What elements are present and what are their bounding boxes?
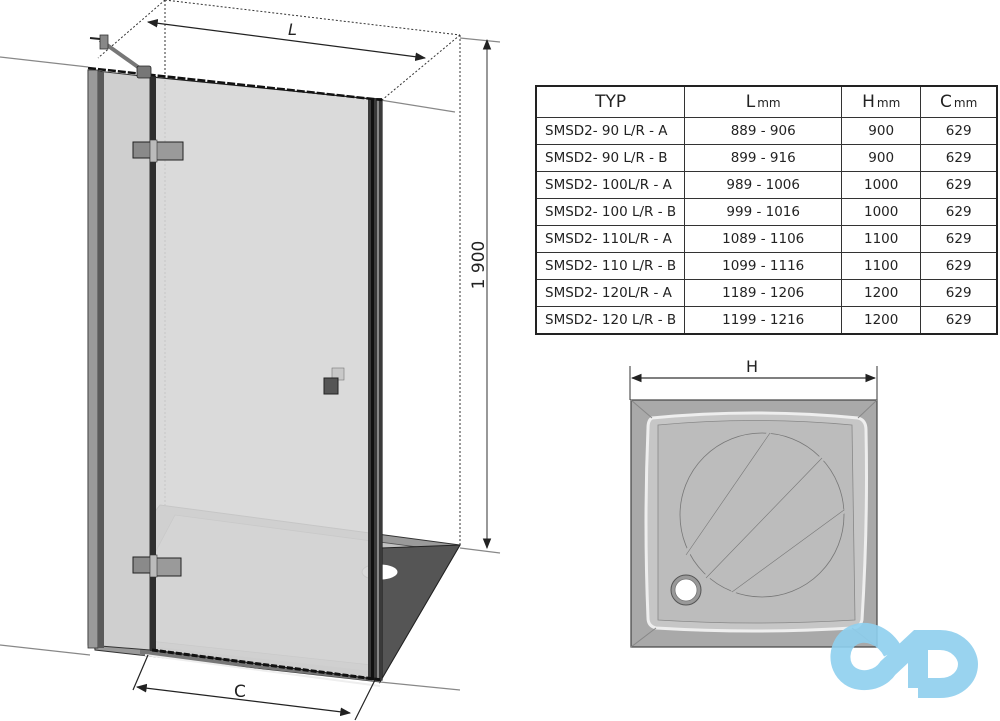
cell-h: 900 bbox=[841, 144, 922, 172]
table-row: SMSD2- 90 L/R - A 889 - 906 900 629 bbox=[535, 117, 998, 145]
cell-c: 629 bbox=[920, 198, 998, 226]
table-row: SMSD2- 90 L/R - B 899 - 916 900 629 bbox=[535, 144, 998, 172]
infinity-cd-logo-icon bbox=[830, 622, 979, 698]
cell-h: 900 bbox=[841, 117, 922, 145]
cell-c: 629 bbox=[920, 171, 998, 199]
cell-typ: SMSD2- 110 L/R - B bbox=[535, 252, 686, 280]
cell-h: 1200 bbox=[841, 306, 922, 335]
dimension-height: 1 900 bbox=[469, 38, 492, 550]
tray-top-view: H bbox=[629, 357, 878, 648]
door-handle bbox=[323, 367, 345, 395]
cell-l: 1099 - 1116 bbox=[684, 252, 843, 280]
table-row: SMSD2- 120L/R - A 1189 - 1206 1200 629 bbox=[535, 279, 998, 307]
stabilizer-bar bbox=[89, 34, 152, 79]
cell-c: 629 bbox=[920, 225, 998, 253]
cell-c: 629 bbox=[920, 144, 998, 172]
table-row: SMSD2- 110 L/R - B 1099 - 1116 1100 629 bbox=[535, 252, 998, 280]
fixed-glass-panel bbox=[87, 69, 151, 651]
table-row: SMSD2- 100L/R - A 989 - 1006 1000 629 bbox=[535, 171, 998, 199]
cell-typ: SMSD2- 120L/R - A bbox=[535, 279, 686, 307]
door-glass-panel bbox=[87, 66, 383, 687]
cell-typ: SMSD2- 90 L/R - A bbox=[535, 117, 686, 145]
cell-l: 999 - 1016 bbox=[684, 198, 843, 226]
header-typ: TYP bbox=[535, 85, 686, 118]
table-row: SMSD2- 110L/R - A 1089 - 1106 1100 629 bbox=[535, 225, 998, 253]
cell-h: 1100 bbox=[841, 225, 922, 253]
svg-text:C: C bbox=[234, 682, 246, 702]
cell-c: 629 bbox=[920, 117, 998, 145]
wall-lines bbox=[0, 37, 501, 691]
cell-typ: SMSD2- 110L/R - A bbox=[535, 225, 686, 253]
cell-l: 889 - 906 bbox=[684, 117, 843, 145]
cell-h: 1100 bbox=[841, 252, 922, 280]
cell-typ: SMSD2- 100L/R - A bbox=[535, 171, 686, 199]
cell-h: 1000 bbox=[841, 198, 922, 226]
cell-l: 899 - 916 bbox=[684, 144, 843, 172]
cell-typ: SMSD2- 90 L/R - B bbox=[535, 144, 686, 172]
cell-c: 629 bbox=[920, 279, 998, 307]
cell-h: 1000 bbox=[841, 171, 922, 199]
cell-typ: SMSD2- 100 L/R - B bbox=[535, 198, 686, 226]
cell-c: 629 bbox=[920, 306, 998, 335]
cell-h: 1200 bbox=[841, 279, 922, 307]
cell-typ: SMSD2- 120 L/R - B bbox=[535, 306, 686, 335]
dimension-c: C bbox=[132, 654, 376, 721]
dimension-l: L bbox=[146, 18, 427, 62]
cell-l: 1089 - 1106 bbox=[684, 225, 843, 253]
svg-text:1 900: 1 900 bbox=[469, 241, 489, 290]
table-row: SMSD2- 100 L/R - B 999 - 1016 1000 629 bbox=[535, 198, 998, 226]
cell-l: 989 - 1006 bbox=[684, 171, 843, 199]
svg-text:L: L bbox=[288, 20, 297, 39]
bottom-hinge bbox=[132, 554, 182, 578]
svg-text:H: H bbox=[746, 357, 758, 376]
cell-c: 629 bbox=[920, 252, 998, 280]
cell-l: 1189 - 1206 bbox=[684, 279, 843, 307]
top-hinge bbox=[132, 139, 184, 163]
table-row: SMSD2- 120 L/R - B 1199 - 1216 1200 629 bbox=[535, 306, 998, 335]
cell-l: 1199 - 1216 bbox=[684, 306, 843, 335]
